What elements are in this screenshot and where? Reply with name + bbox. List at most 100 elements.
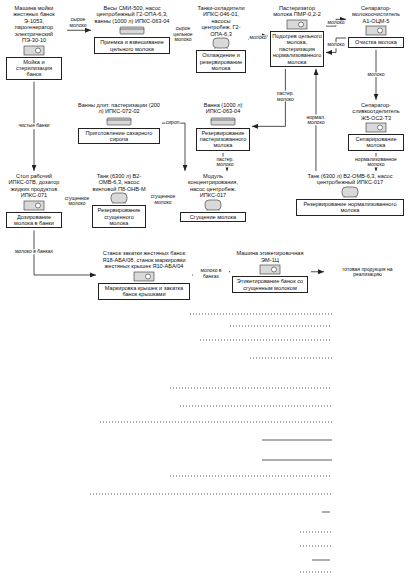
process-name: Сгущение молока xyxy=(180,212,246,222)
flow-arrow xyxy=(162,123,185,171)
equipment-name: Танк (6300 л) В2-ОМВ-6,3, насос винтовой… xyxy=(92,173,146,192)
equipment-name: Ванна (1000 л) ИПКС-063-04 xyxy=(196,102,250,115)
equipment-name: Сепаратор-сливкоотделитель Ж5-ОС2-Т3 xyxy=(348,102,404,121)
equipment-name: Весы СМИ-500, насос центробежный Г2-ОПА-… xyxy=(94,5,170,24)
underline xyxy=(262,459,332,460)
flow-label: сгущенное молоко xyxy=(63,195,91,206)
bath-rim xyxy=(107,119,131,120)
process-stage: Танк (6300 л) В2-ОМВ-6,3, насос центробе… xyxy=(294,171,406,218)
equipment-icon xyxy=(78,115,160,127)
tank-body xyxy=(342,187,358,197)
equipment-icon xyxy=(92,192,146,204)
process-name: Резервирование нормализованного молока xyxy=(296,199,404,216)
equipment-name: Стол рабочий ИПКС-07В, дозатор жидких пр… xyxy=(6,173,62,199)
dotted-line xyxy=(180,405,332,406)
equipment-name: Модуль концентрирования, насос центробеж… xyxy=(180,173,246,199)
machine-body xyxy=(366,123,386,132)
process-name: Резервирование пастеризованного молока xyxy=(196,128,250,151)
equipment-name: Пастеризатор молока ПМР-0,2-2 xyxy=(270,5,324,18)
machine-body xyxy=(366,26,386,35)
process-name: Резервирование сгущенного молока xyxy=(92,205,146,228)
process-name: Охлаждение и резервирование молока xyxy=(196,50,246,73)
machine-part xyxy=(378,125,383,130)
input-label: сырое молоко xyxy=(64,17,92,28)
process-stage: Машина мойки жестяных банок Э-1053, паро… xyxy=(4,3,64,82)
process-stage: Сепаратор-молокоочиститель А1-ОЦМ-5Очист… xyxy=(346,3,406,50)
process-stage: Модуль концентрирования, насос центробеж… xyxy=(178,171,248,224)
equipment-name: Танки-охладители ИПКС-046-01, насосы цен… xyxy=(196,5,246,37)
process-stage: Сепаратор-сливкоотделитель Ж5-ОС2-Т3Сепа… xyxy=(346,100,406,153)
dotted-line xyxy=(90,493,332,494)
tank-body xyxy=(205,200,221,210)
process-name: Подогрев цельного молока, пастеризация н… xyxy=(270,31,324,67)
process-name: Приемка и взвешивание цельного молока xyxy=(94,37,170,54)
process-stage: Ванна (1000 л) ИПКС-063-04Резервирование… xyxy=(194,100,252,153)
underline xyxy=(312,559,330,560)
equipment-name: Сепаратор-молокоочиститель А1-ОЦМ-5 xyxy=(348,5,404,24)
process-stage: Стол рабочий ИПКС-07В, дозатор жидких пр… xyxy=(4,171,64,231)
equipment-name: Ванны длит. пастеризации (200 л) ИПКС-07… xyxy=(78,102,160,115)
machine-part xyxy=(36,203,41,208)
tank-leg xyxy=(125,203,126,204)
process-stage: Танк (6300 л) В2-ОМВ-6,3, насос винтовой… xyxy=(90,171,148,231)
machine-body xyxy=(24,201,44,210)
bath-body xyxy=(120,27,144,34)
flow-arrow xyxy=(326,19,346,26)
dotted-line xyxy=(190,313,332,314)
equipment-icon xyxy=(232,263,308,275)
tank-leg xyxy=(113,203,114,204)
equipment-name: Танк (6300 л) В2-ОМВ-6,3, насос центробе… xyxy=(296,173,404,186)
flow-label: молоко в банках xyxy=(14,249,54,255)
blank-lines xyxy=(0,310,410,578)
process-stage: Танки-охладители ИПКС-046-01, насосы цен… xyxy=(194,3,248,75)
flow-label: нормал. молоко xyxy=(301,114,331,125)
flow-label: чистые банки xyxy=(17,124,50,130)
dotted-line xyxy=(170,475,332,476)
output-arrow xyxy=(311,271,324,272)
equipment-name: Машина мойки жестяных банок Э-1053, паро… xyxy=(6,5,62,44)
machine-part xyxy=(272,267,277,272)
machine-body xyxy=(287,20,307,29)
machine-part xyxy=(36,48,41,53)
tank-leg xyxy=(215,48,216,49)
tank-body xyxy=(213,38,229,48)
output-label: готовая продукция на реализацию xyxy=(327,266,408,277)
process-name: Сепарирование молока xyxy=(348,134,404,151)
process-stage: Станок закатки жестяных банок Я18-АБА/08… xyxy=(96,248,192,301)
dotted-line xyxy=(300,531,332,532)
equipment-icon xyxy=(98,270,190,282)
tank-leg xyxy=(219,210,220,211)
process-stage: Весы СМИ-500, насос центробежный Г2-ОПА-… xyxy=(92,3,172,56)
machine-part xyxy=(146,274,151,279)
process-stage: Пастеризатор молока ПМР-0,2-2Подогрев це… xyxy=(268,3,326,69)
equipment-icon xyxy=(6,44,62,56)
flow-label: молоко в банках xyxy=(193,268,229,279)
bath-rim xyxy=(211,119,235,120)
process-name: Маркировка крышек и закатка банок крышка… xyxy=(98,283,190,300)
flow-label: сгущенное молоко xyxy=(148,194,178,205)
flow-label: молоко xyxy=(327,20,346,26)
flow-label: пастер. молоко xyxy=(210,156,240,167)
flow-label: сырое цельное молоко xyxy=(172,26,194,43)
dotted-line xyxy=(300,571,332,572)
machine-body xyxy=(24,46,44,55)
flow-arrow xyxy=(326,38,346,52)
equipment-icon xyxy=(196,115,250,127)
tank-leg xyxy=(344,197,345,198)
short-dash xyxy=(322,511,330,512)
dotted-line xyxy=(300,545,332,546)
machine-part xyxy=(299,22,304,27)
flow-label: молоко xyxy=(367,72,386,78)
dotted-line xyxy=(230,325,332,326)
process-name: Этикетирование банок со сгущенным молоко… xyxy=(232,276,308,293)
dotted-line xyxy=(200,339,332,340)
machine-body xyxy=(134,272,154,281)
dotted-line xyxy=(250,357,332,358)
dotted-line xyxy=(100,421,332,422)
flow-label: молоко xyxy=(327,42,346,48)
tank-body xyxy=(111,193,127,203)
flow-label: молоко xyxy=(249,35,268,41)
equipment-icon xyxy=(180,199,246,211)
